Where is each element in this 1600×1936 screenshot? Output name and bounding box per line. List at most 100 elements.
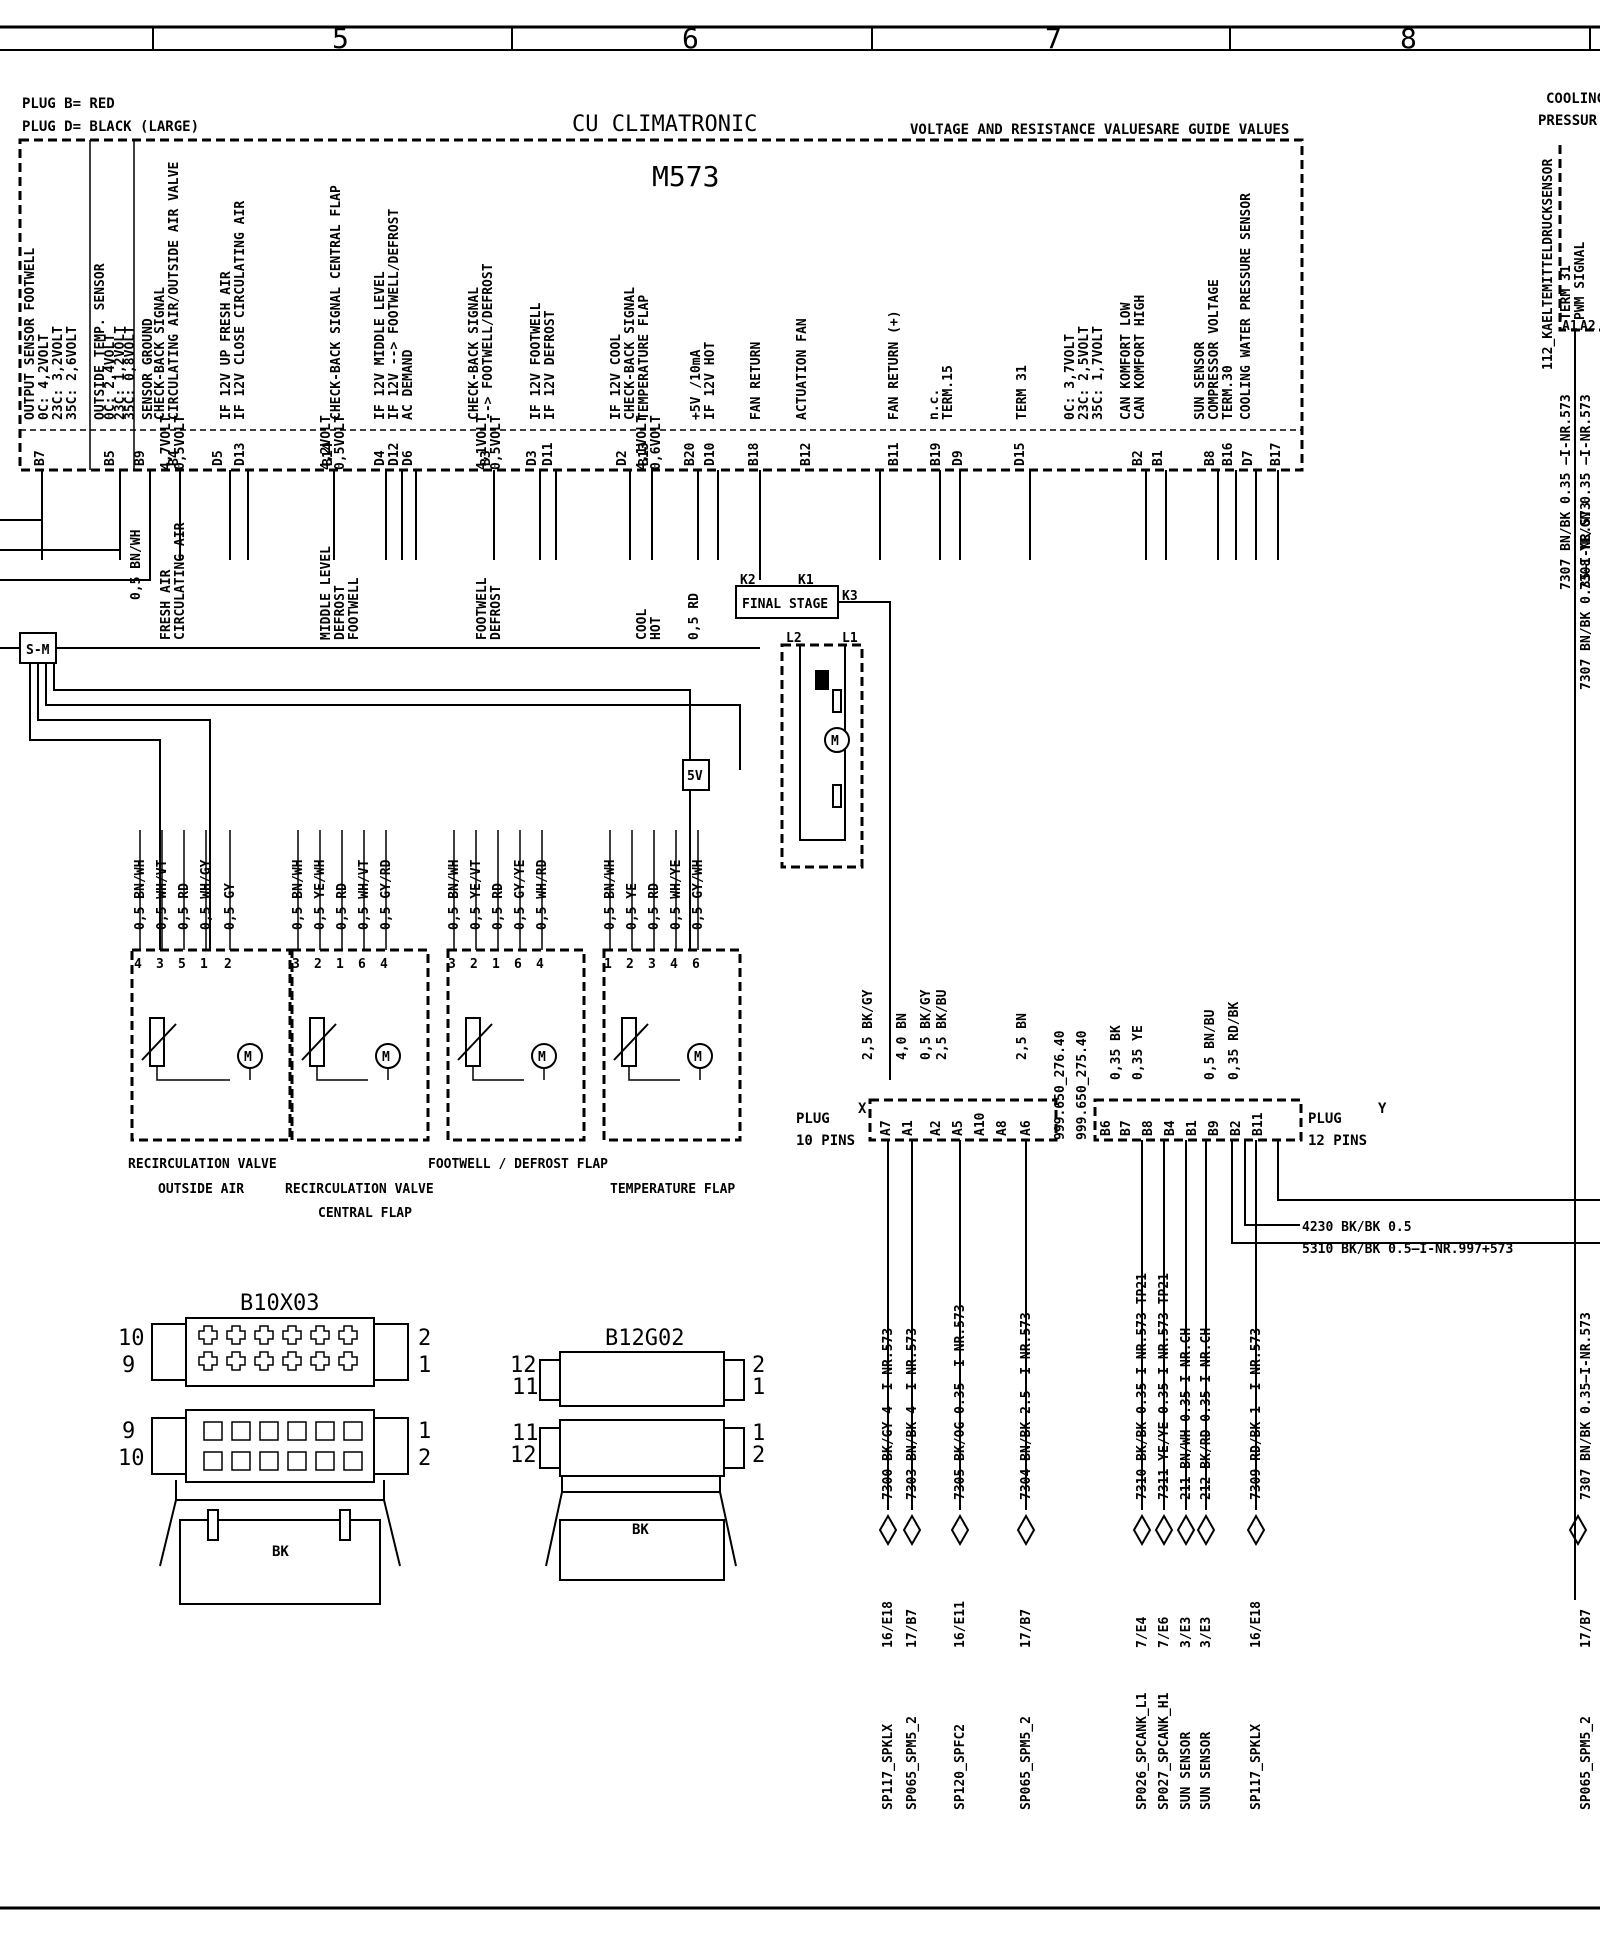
signal-value-14: COOL xyxy=(635,609,650,640)
harness-connector-r1 xyxy=(1154,1513,1174,1547)
module-function-19: IF 12V FOOTWELL xyxy=(529,302,544,420)
module-pin-B11: B11 xyxy=(887,442,902,466)
actuator-box-2 xyxy=(446,948,586,1142)
fan-resistor xyxy=(815,670,829,690)
plug-x-pin-A8: A8 xyxy=(995,1120,1010,1136)
plug-x-name: PLUG xyxy=(796,1111,830,1127)
b12-n2: 2 xyxy=(752,1353,765,1378)
harness-connector-r4 xyxy=(1246,1513,1266,1547)
b10-b10: 10 xyxy=(118,1446,145,1471)
temperature-flap-label: TEMPERATURE FLAP xyxy=(610,1182,735,1197)
module-function-21: IF 12V COOL xyxy=(609,334,624,420)
module-function-7: 35C: 0,8VOLT xyxy=(123,326,138,420)
module-pin-D10: D10 xyxy=(703,442,718,466)
b10-n1: 1 xyxy=(418,1353,431,1378)
harness-far-0: 7307 BN/BK 0.35—I-NR.573 xyxy=(1579,1312,1594,1500)
sp-label-8: SP117_SPKLX xyxy=(1249,1724,1264,1810)
harness-connector-1 xyxy=(902,1513,922,1547)
guide-note: VOLTAGE AND RESISTANCE VALUESARE GUIDE V… xyxy=(910,122,1289,138)
module-function-33: 23C: 2,5VOLT xyxy=(1077,326,1092,420)
actuator-pin-14: 4 xyxy=(536,957,544,972)
module-function-28: FAN RETURN (+) xyxy=(887,310,902,420)
signal-value-0: 0,5 BN/WH xyxy=(129,530,144,600)
actuator-pin-13: 6 xyxy=(514,957,522,972)
signal-value-10: FOOTWELL xyxy=(475,577,490,640)
module-pin-B14: B14 xyxy=(321,442,336,466)
conn-ref-0: 16/E18 xyxy=(881,1601,896,1648)
right-wire-7308: 7308 YE/GN 0.35 —I-NR.573 xyxy=(1579,394,1594,590)
module-function-11: IF 12V UP FRESH AIR xyxy=(219,271,234,420)
right-pwm-signal: PWM SIGNAL xyxy=(1573,242,1588,320)
b12-n1: 1 xyxy=(752,1375,765,1400)
module-pin-B2: B2 xyxy=(1131,450,1146,466)
final-stage-k3: K3 xyxy=(842,589,858,604)
grid-col-7: 7 xyxy=(1045,22,1062,55)
module-function-26: FAN RETURN xyxy=(749,342,764,420)
module-function-39: TERM.30 xyxy=(1221,365,1236,420)
module-pin-D12: D12 xyxy=(387,443,402,466)
actuator-pin-3: 1 xyxy=(200,957,208,972)
plug-x-wire-4: 2,5 BN xyxy=(1015,1013,1030,1060)
fan-motor-box xyxy=(780,643,864,869)
svg-text:M: M xyxy=(831,734,839,749)
cooling-label-2: PRESSUR xyxy=(1538,113,1598,129)
actuator-pot-0 xyxy=(149,1017,165,1067)
module-pin-B9: B9 xyxy=(133,450,148,466)
conn-ref-1: 17/B7 xyxy=(905,1609,920,1648)
plug-x-wire-3: 2,5 BK/BU xyxy=(935,989,950,1060)
module-function-15: IF 12V --> FOOTWELL/DEFROST xyxy=(387,209,402,420)
actuator-pin-10: 3 xyxy=(448,957,456,972)
actuator-pin-12: 1 xyxy=(492,957,500,972)
module-function-36: CAN KOMFORT HIGH xyxy=(1133,295,1148,420)
module-id: M573 xyxy=(652,160,719,193)
actuator-pin-9: 4 xyxy=(380,957,388,972)
module-function-16: AC DEMAND xyxy=(401,349,416,420)
signal-value-17: 0,6VOLT xyxy=(649,415,664,470)
plug-x-box xyxy=(868,1098,1058,1142)
footwell-flap-label: FOOTWELL / DEFROST FLAP xyxy=(428,1157,608,1172)
plug-x-pin-A2: A2 xyxy=(929,1120,944,1136)
sp-label-7: SUN SENSOR xyxy=(1199,1732,1214,1810)
plug-x-wire-2: 0,5 BK/GY xyxy=(919,989,934,1060)
actuator-pin-1: 3 xyxy=(156,957,164,972)
wire-5310: 5310 BK/BK 0.5—I-NR.997+573 xyxy=(1302,1242,1513,1257)
cooling-label-1: COOLING xyxy=(1546,91,1600,107)
actuator-pin-4: 2 xyxy=(224,957,232,972)
b10-b2: 2 xyxy=(418,1446,431,1471)
sp-label-0: SP117_SPKLX xyxy=(881,1724,896,1810)
final-stage-label: FINAL STAGE xyxy=(742,597,828,612)
conn-ref-5: 7/E6 xyxy=(1157,1617,1172,1648)
harness-connector-0 xyxy=(878,1513,898,1547)
recirc-central-label-2: CENTRAL FLAP xyxy=(318,1206,412,1221)
actuator-pin-15: 1 xyxy=(604,957,612,972)
signal-value-7: FOOTWELL xyxy=(347,577,362,640)
recirc-outside-label-1: RECIRCULATION VALVE xyxy=(128,1157,277,1172)
module-pin-B19: B19 xyxy=(929,443,944,466)
plug-x-pins: 10 PINS xyxy=(796,1133,855,1149)
module-function-32: 0C: 3,7VOLT xyxy=(1063,334,1078,420)
module-pin-B20: B20 xyxy=(683,442,698,466)
b12-n12: 12 xyxy=(510,1353,537,1378)
grid-col-5: 5 xyxy=(332,22,349,55)
b12-title: B12G02 xyxy=(605,1326,684,1351)
module-function-30: TERM.15 xyxy=(941,365,956,420)
signal-value-5: MIDDLE LEVEL xyxy=(319,546,334,640)
signal-value-18: 0,5 RD xyxy=(687,593,702,640)
actuator-pin-19: 6 xyxy=(692,957,700,972)
sp-label-9: SP065_SPM5_2 xyxy=(1579,1716,1594,1810)
wire-4230: 4230 BK/BK 0.5 xyxy=(1302,1220,1412,1235)
plug-y-pins: 12 PINS xyxy=(1308,1133,1367,1149)
plug-y-pin-B1: B1 xyxy=(1185,1120,1200,1136)
signal-value-1: FRESH AIR xyxy=(159,569,174,640)
sm-junction-label: S-M xyxy=(26,643,50,658)
module-function-24: +5V /10mA xyxy=(689,349,704,420)
actuator-pin-7: 1 xyxy=(336,957,344,972)
grid-col-8: 8 xyxy=(1400,22,1417,55)
signal-value-11: DEFROST xyxy=(489,585,504,640)
signal-value-13: 0,5VOLT xyxy=(489,415,504,470)
grid-frame: 5 6 7 8 xyxy=(0,22,1600,1910)
svg-text:M: M xyxy=(694,1050,702,1065)
conn-ref-2: 16/E11 xyxy=(953,1601,968,1648)
